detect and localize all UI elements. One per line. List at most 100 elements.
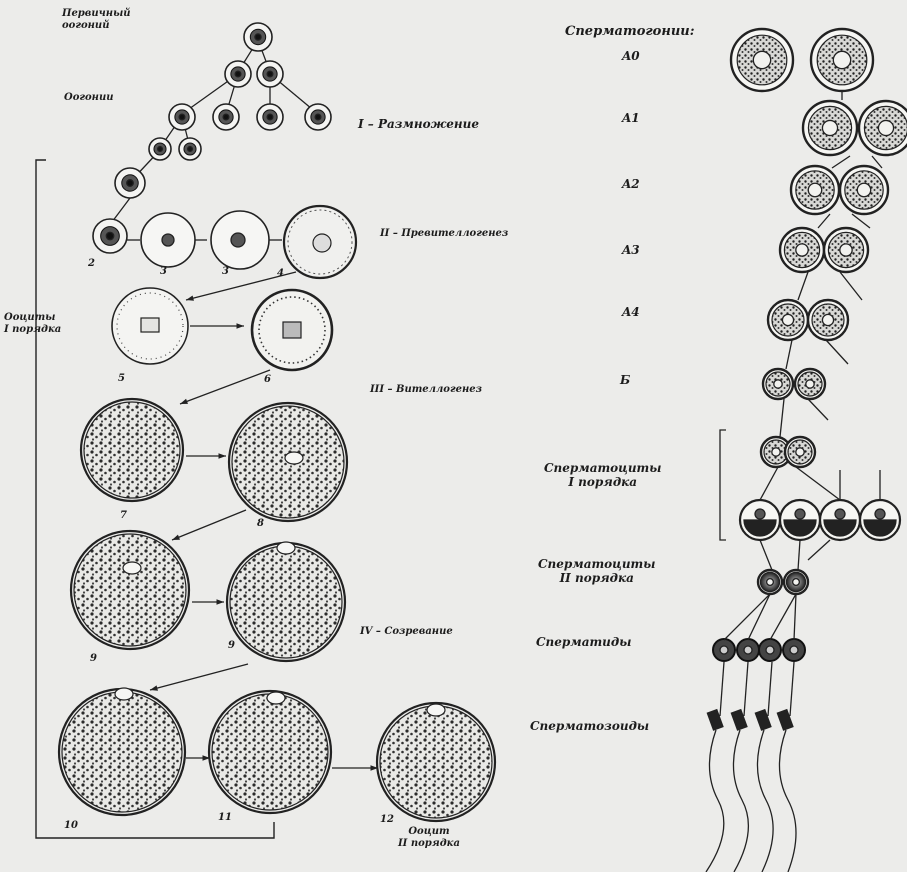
connector-line <box>768 662 772 716</box>
connector-line <box>832 156 850 168</box>
nucleus-center <box>793 579 800 586</box>
oocyte-cell <box>84 402 180 498</box>
nucleolus <box>223 114 229 120</box>
arrow-head <box>218 453 226 458</box>
cell-number: 3 <box>160 266 167 278</box>
arrow-line <box>150 664 248 690</box>
oocyte-nucleus <box>123 562 141 574</box>
oocyte-cell <box>380 706 492 818</box>
sperm-tail <box>757 730 773 872</box>
nucleus-center <box>822 120 837 135</box>
oocyte-nucleus <box>277 542 295 554</box>
connector-line <box>760 540 772 570</box>
arrow-line <box>180 370 270 404</box>
cell-number: 3 <box>222 266 229 278</box>
nucleus-center <box>753 51 770 68</box>
cell-nucleus <box>231 233 245 247</box>
arrow-head <box>172 535 180 540</box>
label-spermatozoa: Сперматозоиды <box>530 720 649 734</box>
nucleus-center <box>796 448 804 456</box>
label-A1: A1 <box>622 112 640 126</box>
connector-line <box>770 594 796 640</box>
connector-line <box>780 399 784 437</box>
label-oocyte-second-order: Ооцит II порядка <box>398 826 460 849</box>
cell-nucleus <box>790 646 798 654</box>
cell-nucleus <box>744 646 752 654</box>
connector-line <box>794 594 796 640</box>
cell-nucleus <box>766 646 774 654</box>
arrow-head <box>236 323 244 328</box>
sperm-tail <box>779 730 796 872</box>
label-B: Б <box>620 374 630 388</box>
nucleus-center <box>833 51 850 68</box>
nucleus-center <box>806 380 814 388</box>
connector-line <box>840 272 862 300</box>
connector-line <box>818 214 830 228</box>
oocyte-cell <box>74 534 186 646</box>
connector-line <box>872 156 882 168</box>
nucleus-center <box>796 244 808 256</box>
cell-nucleus <box>755 509 765 519</box>
arrow-head <box>216 599 224 604</box>
cell-nucleus <box>835 509 845 519</box>
cell-nucleus <box>720 646 728 654</box>
nucleolus <box>179 114 185 120</box>
nucleolus <box>267 71 273 77</box>
connector-line <box>796 467 840 500</box>
connector-line <box>760 467 778 500</box>
connector-line <box>720 662 724 716</box>
cell-nucleus <box>283 322 301 338</box>
cell-number: 11 <box>218 812 232 824</box>
label-stage-reproduction: I – Размножение <box>358 118 479 132</box>
label-A3: A3 <box>622 244 640 258</box>
nucleolus <box>315 114 321 120</box>
nucleolus <box>235 71 241 77</box>
cell-number: 5 <box>118 373 125 385</box>
nucleolus <box>255 34 261 40</box>
connector-line <box>808 540 830 560</box>
label-spermatocytes-second-order: Сперматоциты II порядка <box>538 558 655 586</box>
nucleus-center <box>808 183 821 196</box>
connector-line <box>724 594 770 640</box>
nucleus-center <box>774 380 782 388</box>
oocyte-cell <box>212 694 328 810</box>
cell-number: 9 <box>228 640 235 652</box>
label-spermatids: Сперматиды <box>536 636 631 650</box>
arrow-head <box>150 685 158 690</box>
label-oogonia: Оогонии <box>64 92 114 104</box>
cell-nucleus <box>875 509 885 519</box>
nucleus-center <box>857 183 870 196</box>
oocyte-nucleus <box>267 692 285 704</box>
sperm-tail <box>733 730 748 872</box>
nucleus-center <box>840 244 852 256</box>
cell-number: 8 <box>257 518 264 530</box>
cell-number: 6 <box>264 374 271 386</box>
arrow-line <box>172 510 246 540</box>
connector-line <box>744 662 748 716</box>
nucleolus <box>106 232 113 239</box>
label-oocytes-first-order: Ооциты I порядка <box>4 312 61 335</box>
cell-number: 12 <box>380 814 394 826</box>
nucleolus <box>267 114 273 120</box>
label-spermatogonia: Сперматогонии: <box>565 25 695 40</box>
connector-line <box>798 272 808 300</box>
cell-nucleus <box>162 234 174 246</box>
label-primary-oogonium: Первичный оогоний <box>62 8 131 31</box>
cell-number: 2 <box>88 258 95 270</box>
label-A4: A4 <box>622 306 640 320</box>
connector-line <box>786 340 792 369</box>
arrow-head <box>180 399 188 404</box>
connector-line <box>112 198 130 222</box>
nucleolus <box>188 147 193 152</box>
cell-nucleus <box>313 234 331 252</box>
spermatocytes-bracket <box>720 430 726 540</box>
cell-number: 9 <box>90 653 97 665</box>
cell-nucleus <box>795 509 805 519</box>
connector-line <box>798 540 800 570</box>
connector-line <box>808 399 828 420</box>
cell-nucleus <box>141 318 159 332</box>
connector-line <box>790 662 794 716</box>
nucleolus <box>158 147 163 152</box>
nucleus-center <box>767 579 774 586</box>
label-stage-previtellogenesis: II – Превителлогенез <box>380 228 508 240</box>
